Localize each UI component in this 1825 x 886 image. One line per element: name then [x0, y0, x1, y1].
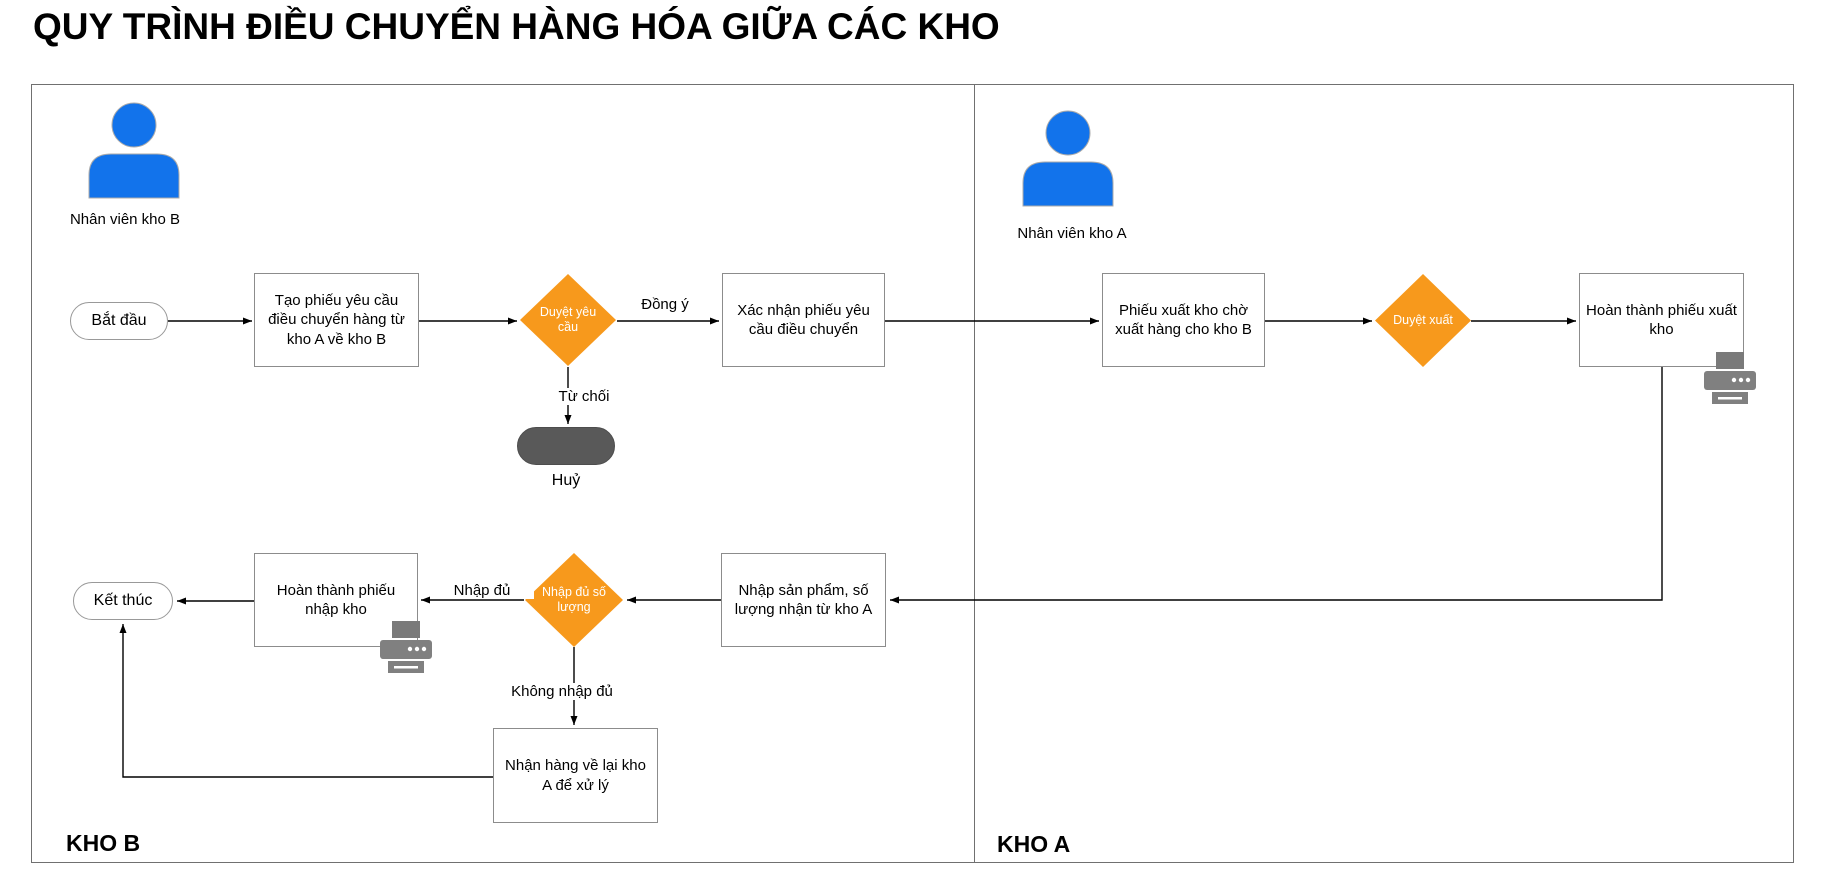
lane-label-kho-b: KHO B [66, 830, 141, 856]
process-complete-export: Hoàn thành phiếu xuất kho [1579, 273, 1744, 367]
process-create-request: Tạo phiếu yêu cầu điều chuyển hàng từ kh… [254, 273, 419, 367]
printer-icon-import [379, 621, 433, 673]
edge-label-reject: Từ chối [532, 388, 636, 405]
start-node: Bắt đầu [70, 302, 168, 340]
actor-kho-b-label: Nhân viên kho B [69, 211, 181, 228]
end-node: Kết thúc [73, 582, 173, 620]
process-export-pending: Phiếu xuất kho chờ xuất hàng cho kho B [1102, 273, 1265, 367]
lane-divider [974, 84, 975, 863]
actor-kho-a [1022, 110, 1114, 207]
printer-icon [380, 621, 432, 673]
actor-kho-a-label: Nhân viên kho A [1017, 225, 1127, 242]
printer-icon [1704, 352, 1756, 404]
process-return-goods: Nhận hàng về lại kho A để xử lý [493, 728, 658, 823]
edge-label-enough: Nhập đủ [430, 582, 534, 599]
process-complete-import: Hoàn thành phiếu nhập kho [254, 553, 418, 647]
actor-kho-b [88, 102, 180, 199]
person-icon [88, 102, 180, 199]
lane-label-kho-a: KHO A [997, 831, 1071, 857]
printer-icon-export [1703, 352, 1757, 404]
cancel-node-label: Huỷ [551, 472, 581, 489]
person-icon [1022, 110, 1114, 207]
process-receive-products: Nhập sản phẩm, số lượng nhận từ kho A [721, 553, 886, 647]
cancel-node [517, 427, 615, 465]
swimlane-frame [31, 84, 1794, 863]
process-confirm-request: Xác nhận phiếu yêu cầu điều chuyển [722, 273, 885, 367]
edge-label-agree: Đồng ý [613, 296, 717, 313]
edge-label-not-enough: Không nhập đủ [495, 683, 629, 700]
page-title: QUY TRÌNH ĐIỀU CHUYỂN HÀNG HÓA GIỮA CÁC … [33, 6, 1000, 47]
